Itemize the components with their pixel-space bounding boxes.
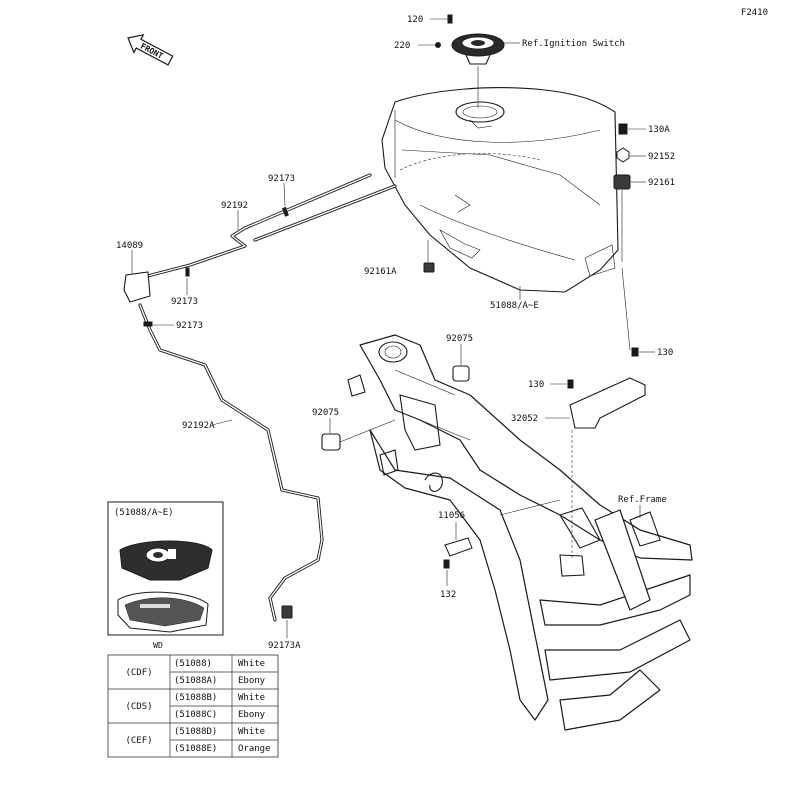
callout-92161a: 92161A	[364, 267, 397, 277]
drain-hose	[138, 303, 324, 622]
callout-92173-top: 92173	[268, 174, 295, 184]
callout-220: 220	[394, 41, 410, 51]
callout-120: 120	[407, 15, 423, 25]
bolt-130-right	[631, 347, 639, 357]
callout-92173-low: 92173	[176, 321, 203, 331]
fuel-tank	[381, 87, 619, 293]
callout-11056: 11056	[438, 511, 465, 521]
callout-14089: 14089	[116, 241, 143, 251]
frame	[347, 334, 693, 731]
clamp-92173-mid	[185, 267, 190, 277]
callout-51088: 51088/A~E	[490, 301, 539, 311]
table-part: (51088C)	[174, 710, 217, 720]
inset-box: (51088/A~E) WD	[107, 501, 224, 650]
bracket-32052	[569, 377, 646, 429]
callout-92173a: 92173A	[268, 641, 301, 651]
bolt-130a	[618, 123, 628, 135]
front-arrow-icon: FRONT	[127, 33, 174, 66]
table-part: (51088B)	[174, 693, 217, 703]
clamp-92173a	[281, 605, 293, 619]
table-color: White	[238, 659, 265, 669]
washer-92152	[616, 147, 630, 163]
table-part: (51088)	[174, 659, 212, 669]
inset-caption: WD	[153, 641, 163, 650]
table-color: Ebony	[238, 676, 266, 686]
callout-92075-right: 92075	[446, 334, 473, 344]
callout-ref-frame: Ref.Frame	[618, 495, 667, 505]
screw-120	[447, 14, 453, 24]
callout-132: 132	[440, 590, 456, 600]
table-group-cef: (CEF)	[125, 736, 152, 746]
damper-92075-left	[321, 433, 341, 451]
table-group-cds: (CDS)	[125, 702, 152, 712]
clamp-92173-top	[282, 206, 289, 217]
table-color: Orange	[238, 744, 271, 754]
fuel-cap	[451, 33, 505, 65]
callout-130-mid: 130	[528, 380, 544, 390]
bracket-11056	[444, 537, 473, 557]
bolt-130-mid	[567, 379, 574, 389]
bracket-14089	[123, 271, 151, 303]
color-table: (CDF) (CDS) (CEF) (51088) (51088A) (5108…	[107, 654, 279, 758]
callout-92161: 92161	[648, 178, 675, 188]
callout-92192: 92192	[221, 201, 248, 211]
callout-92075-left: 92075	[312, 408, 339, 418]
table-color: Ebony	[238, 710, 266, 720]
table-group-cdf: (CDF)	[125, 668, 152, 678]
callout-130-right: 130	[657, 348, 673, 358]
callout-92173-mid: 92173	[171, 297, 198, 307]
damper-92161	[613, 174, 631, 190]
inset-title: (51088/A~E)	[114, 508, 174, 518]
callout-130a: 130A	[648, 125, 670, 135]
breather-hose	[130, 173, 397, 282]
table-part: (51088A)	[174, 676, 217, 686]
table-color: White	[238, 693, 265, 703]
callout-92192a: 92192A	[182, 421, 215, 431]
table-part: (51088D)	[174, 727, 217, 737]
figure-code: F2410	[741, 8, 768, 18]
table-color: White	[238, 727, 265, 737]
callout-ref-ignition-switch: Ref.Ignition Switch	[522, 39, 625, 49]
clamp-92173-low	[143, 321, 153, 327]
callout-92152: 92152	[648, 152, 675, 162]
washer-220	[435, 42, 441, 48]
damper-92075-right	[452, 365, 470, 382]
callout-32052: 32052	[511, 414, 538, 424]
table-part: (51088E)	[174, 744, 217, 754]
damper-92161a	[423, 262, 435, 273]
bolt-132	[443, 559, 450, 569]
